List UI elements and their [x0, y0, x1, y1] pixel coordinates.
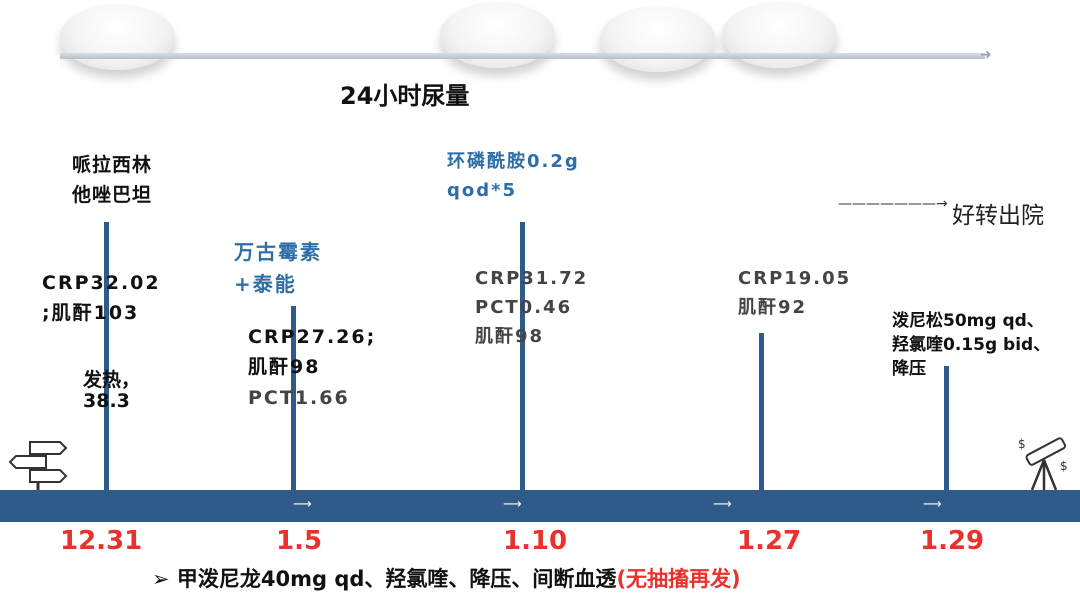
date-label: 1.10 — [503, 526, 568, 556]
timeline-marker-4 — [759, 333, 764, 492]
event-2-drugs: 万古霉素 +泰能 — [234, 240, 322, 296]
footer-highlight: (无抽搐再发) — [616, 567, 741, 591]
timeline-marker-1 — [104, 222, 109, 492]
decorative-oval — [60, 4, 175, 70]
date-label: 12.31 — [60, 526, 143, 556]
timeline-marker-2 — [291, 306, 296, 492]
arrow-icon: ⟶ — [923, 497, 942, 512]
svg-text:$: $ — [1060, 459, 1068, 473]
timeline-marker-5 — [944, 366, 949, 492]
top-arrow-icon: ➜ — [980, 47, 992, 63]
discharge-label: 好转出院 — [952, 203, 1044, 229]
event-2-labs: CRP27.26; 肌酐98 PCT1.66 — [248, 326, 377, 409]
event-3-drugs: 环磷酰胺0.2g qod*5 — [447, 151, 580, 201]
event-5-drugs: 泼尼松50mg qd、 羟氯喹0.15g bid、 降压 — [892, 311, 1051, 379]
event-1-labs: CRP32.02 ;肌酐103 — [42, 272, 161, 325]
date-label: 1.27 — [737, 526, 802, 556]
date-label: 1.5 — [276, 526, 323, 556]
footer-text: 甲泼尼龙40mg qd、羟氯喹、降压、间断血透 — [176, 567, 617, 591]
page-title: 24小时尿量 — [340, 82, 470, 110]
timeline-marker-3 — [520, 222, 525, 492]
decorative-oval — [600, 6, 715, 72]
svg-text:$: $ — [1018, 437, 1026, 451]
telescope-icon: $ $ — [1018, 437, 1068, 491]
event-1-drugs: 哌拉西林 他唑巴坦 — [72, 154, 153, 207]
arrow-icon: ⟶ — [293, 497, 312, 512]
arrow-icon: ⟶ — [503, 497, 522, 512]
timeline-bar — [0, 490, 1080, 522]
bullet-icon: ➢ — [152, 567, 170, 591]
event-1-fever: 发热， 38.3 — [83, 369, 141, 412]
footer-note: ➢ 甲泼尼龙40mg qd、羟氯喹、降压、间断血透(无抽搐再发) — [152, 563, 741, 593]
event-4-labs: CRP19.05 肌酐92 — [738, 268, 852, 318]
discharge-arrow-icon: ———————→ — [838, 196, 948, 212]
date-label: 1.29 — [920, 526, 985, 556]
top-divider — [60, 53, 985, 59]
signpost-icon — [8, 441, 68, 490]
event-3-labs: CRP31.72 PCT0.46 肌酐98 — [475, 268, 589, 347]
arrow-icon: ⟶ — [713, 497, 732, 512]
